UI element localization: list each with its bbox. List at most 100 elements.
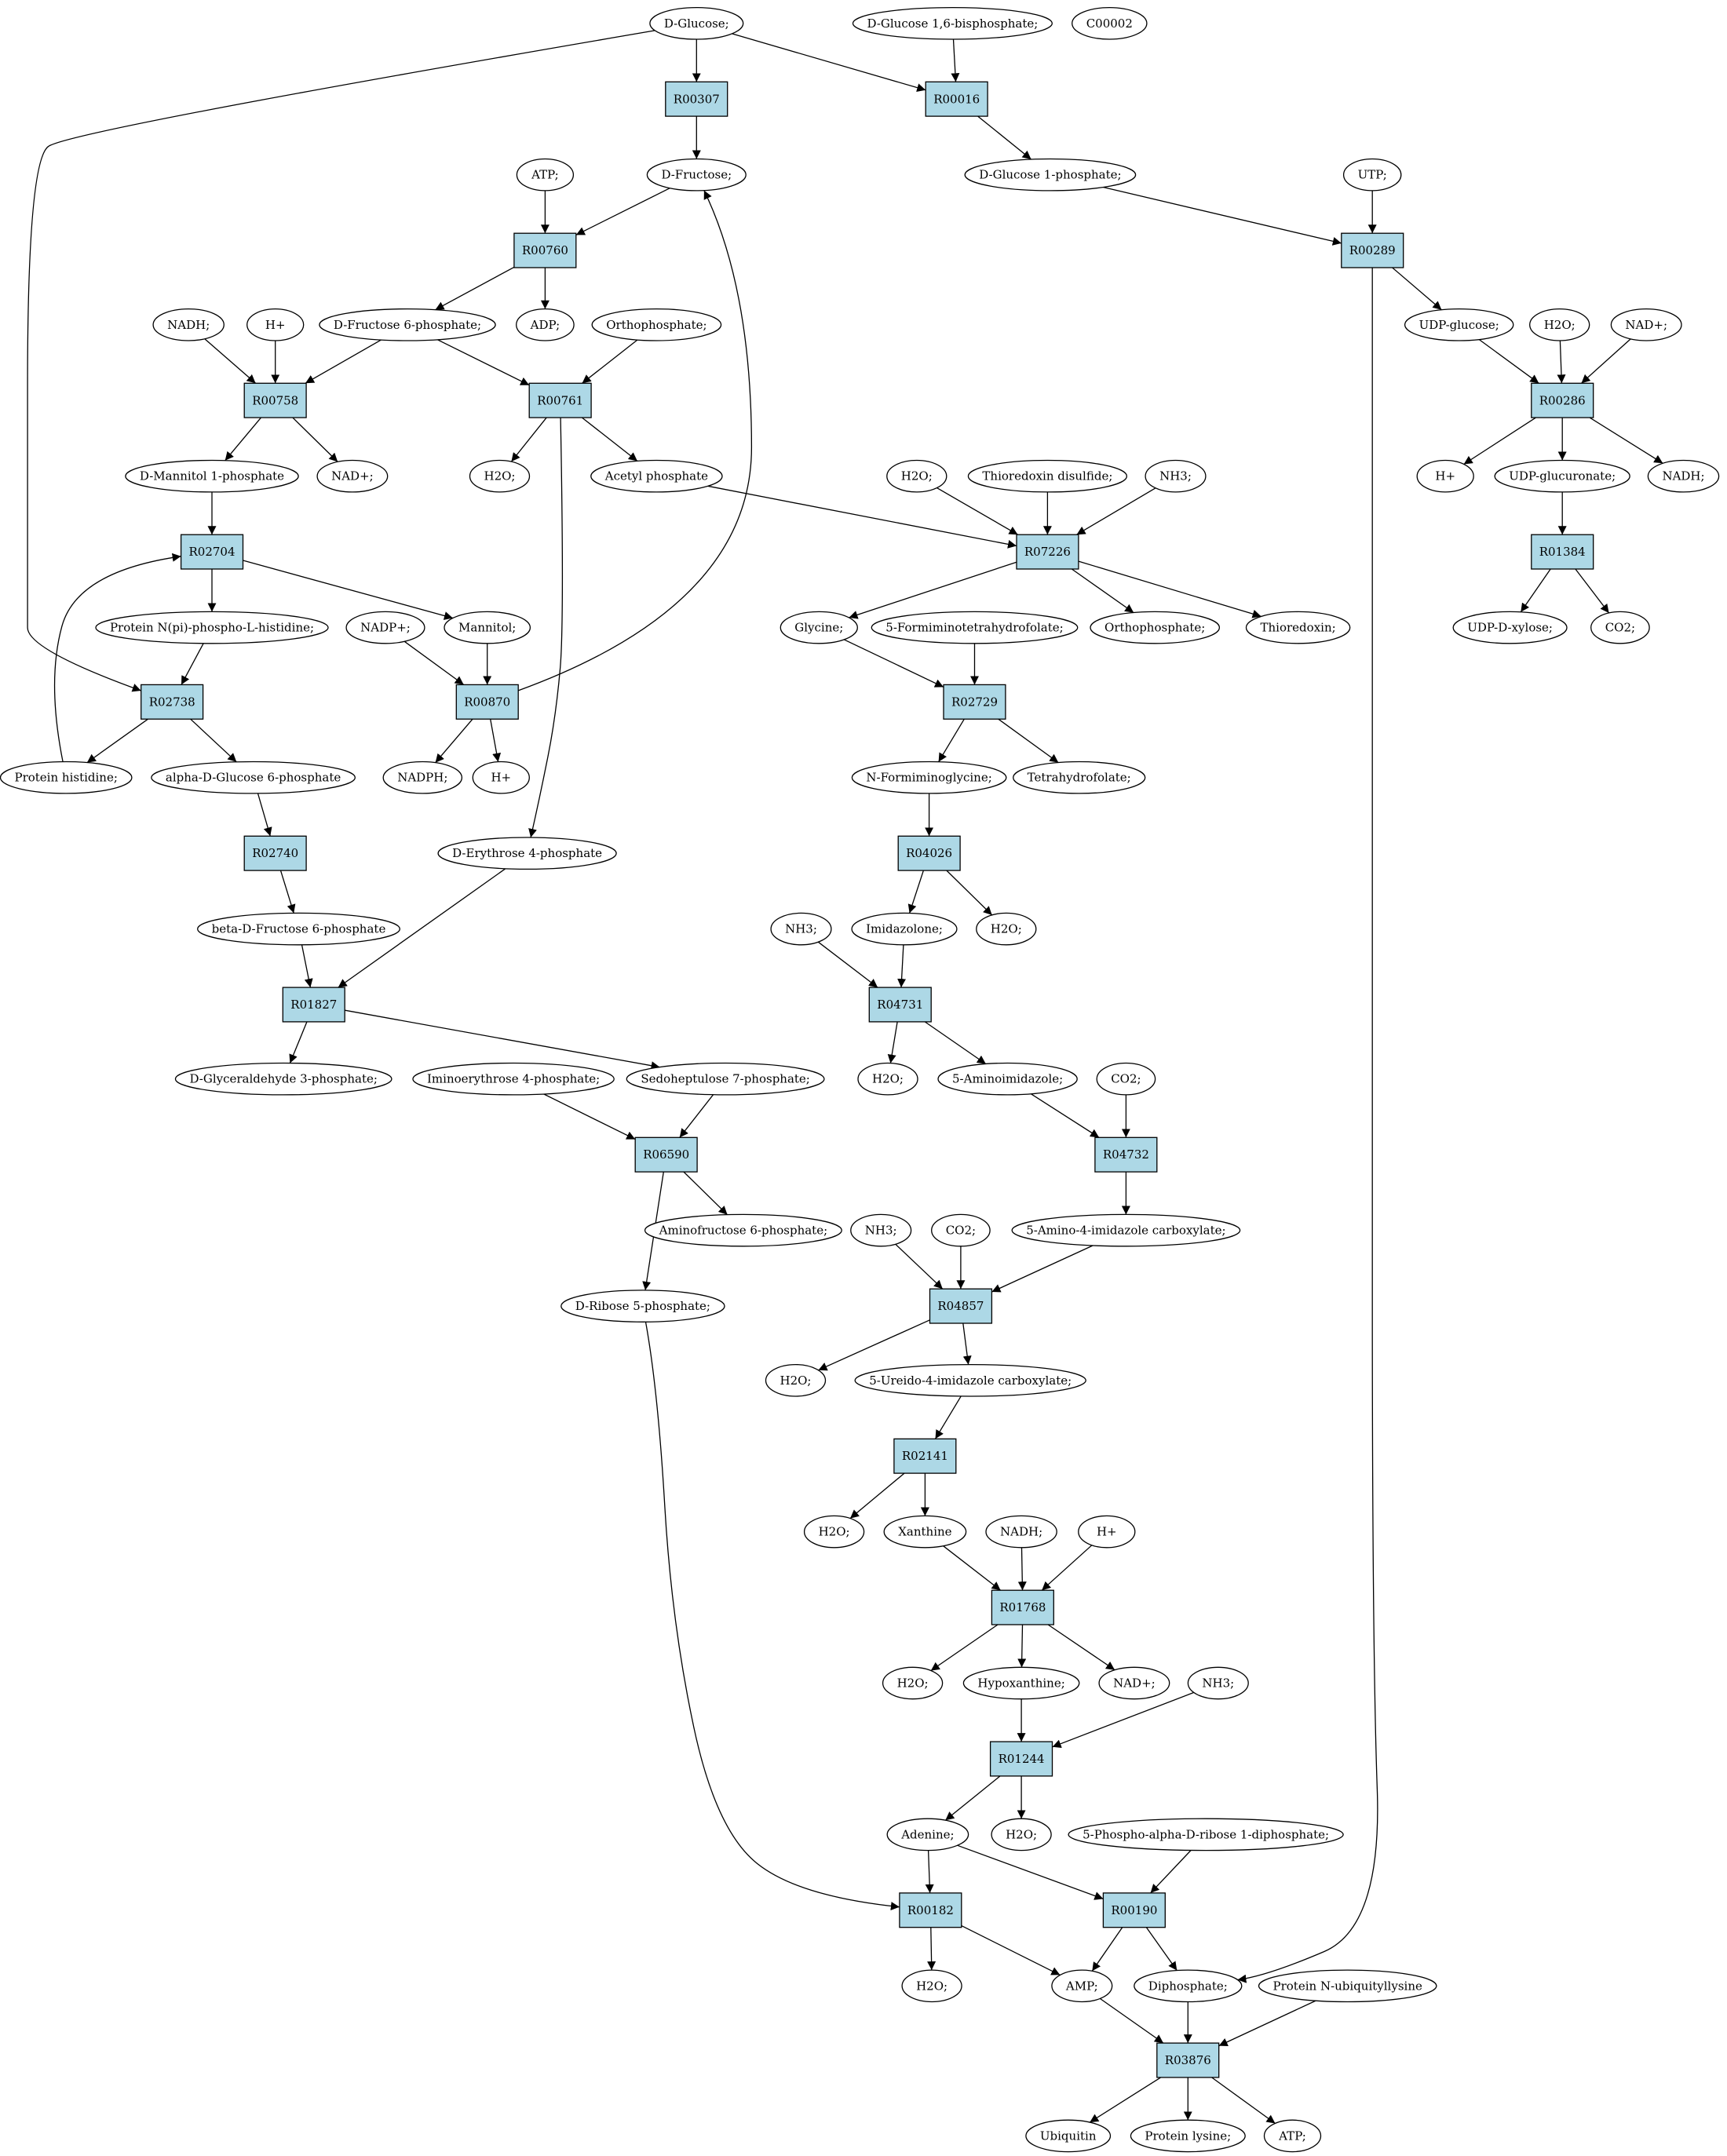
compound-node-amp[interactable]: AMP; bbox=[1051, 1969, 1113, 2003]
compound-node-thioredoxin-disulfide[interactable]: Thioredoxin disulfide; bbox=[967, 459, 1128, 493]
compound-node-n-formiminoglycine[interactable]: N-Formiminoglycine; bbox=[851, 761, 1007, 794]
compound-node-h2o[interactable]: H2O; bbox=[901, 1969, 962, 2003]
reaction-node-r01384[interactable]: R01384 bbox=[1531, 534, 1594, 570]
compound-node-co2[interactable]: CO2; bbox=[1590, 611, 1650, 644]
compound-node-alpha-d-glucose-6-phosphate[interactable]: alpha-D-Glucose 6-phosphate bbox=[151, 761, 356, 794]
compound-node-atp[interactable]: ATP; bbox=[516, 158, 575, 192]
reaction-node-r01244[interactable]: R01244 bbox=[989, 1741, 1053, 1777]
compound-node-tetrahydrofolate[interactable]: Tetrahydrofolate; bbox=[1013, 761, 1146, 794]
compound-node-glycine[interactable]: Glycine; bbox=[780, 611, 858, 644]
compound-node-d-glucose-1-phosphate[interactable]: D-Glucose 1-phosphate; bbox=[964, 158, 1137, 192]
compound-node-d-erythrose-4-phosphate[interactable]: D-Erythrose 4-phosphate bbox=[437, 837, 617, 870]
compound-node-nh3[interactable]: NH3; bbox=[850, 1213, 912, 1247]
compound-node-iminoerythrose-4-phosphate[interactable]: Iminoerythrose 4-phosphate; bbox=[412, 1062, 615, 1096]
reaction-node-r00760[interactable]: R00760 bbox=[513, 232, 577, 268]
compound-node-5-phospho-alpha-d-ribose-1-diphosphate[interactable]: 5-Phospho-alpha-D-ribose 1-diphosphate; bbox=[1068, 1818, 1344, 1851]
compound-node-d-mannitol-1-phosphate[interactable]: D-Mannitol 1-phosphate bbox=[125, 459, 299, 493]
compound-node-h[interactable]: H+ bbox=[1078, 1515, 1136, 1549]
compound-node-c00002[interactable]: C00002 bbox=[1072, 6, 1148, 40]
compound-node-nh3[interactable]: NH3; bbox=[770, 912, 832, 946]
reaction-node-r02738[interactable]: R02738 bbox=[141, 684, 204, 720]
compound-node-d-glyceraldehyde-3-phosphate[interactable]: D-Glyceraldehyde 3-phosphate; bbox=[174, 1062, 392, 1096]
compound-node-orthophosphate[interactable]: Orthophosphate; bbox=[591, 308, 722, 341]
reaction-node-r02740[interactable]: R02740 bbox=[243, 835, 307, 871]
compound-node-thioredoxin[interactable]: Thioredoxin; bbox=[1245, 611, 1351, 644]
compound-node-sedoheptulose-7-phosphate[interactable]: Sedoheptulose 7-phosphate; bbox=[626, 1062, 825, 1096]
compound-node-nadph[interactable]: NADPH; bbox=[382, 761, 463, 794]
compound-node-imidazolone[interactable]: Imidazolone; bbox=[851, 912, 958, 946]
compound-node-acetyl-phosphate[interactable]: Acetyl phosphate bbox=[590, 459, 723, 493]
compound-node-d-ribose-5-phosphate[interactable]: D-Ribose 5-phosphate; bbox=[560, 1290, 725, 1322]
reaction-node-r00307[interactable]: R00307 bbox=[665, 81, 728, 117]
compound-node-protein-histidine[interactable]: Protein histidine; bbox=[0, 761, 133, 794]
compound-node-diphosphate[interactable]: Diphosphate; bbox=[1134, 1969, 1243, 2003]
compound-node-protein-lysine[interactable]: Protein lysine; bbox=[1130, 2119, 1246, 2153]
compound-node-h[interactable]: H+ bbox=[1416, 459, 1474, 493]
compound-node-protein-n-pi-phospho-l-histidine[interactable]: Protein N(pi)-phospho-L-histidine; bbox=[95, 611, 329, 644]
reaction-node-r00182[interactable]: R00182 bbox=[899, 1892, 962, 1928]
compound-node-nh3[interactable]: NH3; bbox=[1145, 459, 1207, 493]
compound-node-co2[interactable]: CO2; bbox=[931, 1213, 991, 1247]
compound-node-h2o[interactable]: H2O; bbox=[1529, 308, 1590, 341]
reaction-node-r00761[interactable]: R00761 bbox=[528, 382, 592, 418]
compound-node-h2o[interactable]: H2O; bbox=[991, 1818, 1052, 1851]
compound-node-protein-n-ubiquityllysine[interactable]: Protein N-ubiquityllysine bbox=[1258, 1969, 1437, 2003]
compound-node-udp-d-xylose[interactable]: UDP-D-xylose; bbox=[1452, 611, 1568, 644]
compound-node-h2o[interactable]: H2O; bbox=[886, 459, 947, 493]
reaction-node-r00016[interactable]: R00016 bbox=[925, 81, 988, 117]
reaction-node-r07226[interactable]: R07226 bbox=[1016, 534, 1079, 570]
compound-node-d-glucose-1-6-bisphosphate[interactable]: D-Glucose 1,6-bisphosphate; bbox=[852, 6, 1053, 40]
compound-node-nadh[interactable]: NADH; bbox=[152, 308, 225, 341]
compound-node-ubiquitin[interactable]: Ubiquitin bbox=[1025, 2119, 1112, 2153]
compound-node-adp[interactable]: ADP; bbox=[516, 308, 575, 341]
reaction-node-r02141[interactable]: R02141 bbox=[893, 1438, 957, 1474]
reaction-node-r02729[interactable]: R02729 bbox=[943, 684, 1006, 720]
compound-node-nad[interactable]: NAD+; bbox=[1098, 1666, 1170, 1700]
compound-node-5-aminoimidazole[interactable]: 5-Aminoimidazole; bbox=[937, 1062, 1078, 1096]
compound-node-d-fructose-6-phosphate[interactable]: D-Fructose 6-phosphate; bbox=[319, 308, 496, 341]
reaction-node-r01827[interactable]: R01827 bbox=[282, 987, 345, 1023]
compound-node-atp[interactable]: ATP; bbox=[1263, 2119, 1322, 2153]
compound-node-orthophosphate[interactable]: Orthophosphate; bbox=[1090, 611, 1221, 644]
reaction-node-r04732[interactable]: R04732 bbox=[1094, 1136, 1158, 1173]
reaction-node-r03876[interactable]: R03876 bbox=[1156, 2042, 1220, 2078]
compound-node-nad[interactable]: NAD+; bbox=[316, 459, 389, 493]
compound-node-udp-glucuronate[interactable]: UDP-glucuronate; bbox=[1494, 459, 1630, 493]
compound-node-beta-d-fructose-6-phosphate[interactable]: beta-D-Fructose 6-phosphate bbox=[197, 912, 400, 946]
reaction-node-r06590[interactable]: R06590 bbox=[634, 1136, 698, 1173]
compound-node-xanthine[interactable]: Xanthine bbox=[883, 1515, 967, 1549]
compound-node-co2[interactable]: CO2; bbox=[1096, 1062, 1156, 1096]
compound-node-h[interactable]: H+ bbox=[246, 308, 305, 341]
compound-node-mannitol[interactable]: Mannitol; bbox=[444, 611, 531, 644]
reaction-node-r00870[interactable]: R00870 bbox=[455, 684, 519, 720]
compound-node-nadp[interactable]: NADP+; bbox=[345, 611, 425, 644]
reaction-node-r00190[interactable]: R00190 bbox=[1102, 1892, 1166, 1928]
reaction-node-r01768[interactable]: R01768 bbox=[991, 1589, 1054, 1625]
compound-node-nh3[interactable]: NH3; bbox=[1187, 1666, 1249, 1700]
compound-node-utp[interactable]: UTP; bbox=[1342, 158, 1402, 192]
reaction-node-r02704[interactable]: R02704 bbox=[180, 534, 244, 570]
reaction-node-r00758[interactable]: R00758 bbox=[243, 382, 307, 418]
compound-node-h2o[interactable]: H2O; bbox=[803, 1515, 865, 1549]
compound-node-5-formiminotetrahydrofolate[interactable]: 5-Formiminotetrahydrofolate; bbox=[871, 611, 1079, 644]
compound-node-h2o[interactable]: H2O; bbox=[882, 1666, 944, 1700]
compound-node-nadh[interactable]: NADH; bbox=[1647, 459, 1720, 493]
compound-node-adenine[interactable]: Adenine; bbox=[886, 1818, 969, 1851]
compound-node-udp-glucose[interactable]: UDP-glucose; bbox=[1404, 308, 1514, 341]
reaction-node-r04731[interactable]: R04731 bbox=[868, 987, 932, 1023]
reaction-node-r04857[interactable]: R04857 bbox=[929, 1288, 993, 1324]
compound-node-h2o[interactable]: H2O; bbox=[976, 912, 1037, 946]
compound-node-5-ureido-4-imidazole-carboxylate[interactable]: 5-Ureido-4-imidazole carboxylate; bbox=[854, 1363, 1086, 1397]
compound-node-nad[interactable]: NAD+; bbox=[1610, 308, 1682, 341]
compound-node-d-fructose[interactable]: D-Fructose; bbox=[646, 158, 747, 192]
reaction-node-r04026[interactable]: R04026 bbox=[897, 835, 961, 871]
reaction-node-r00289[interactable]: R00289 bbox=[1341, 232, 1404, 268]
compound-node-hypoxanthine[interactable]: Hypoxanthine; bbox=[962, 1666, 1080, 1700]
compound-node-h2o[interactable]: H2O; bbox=[857, 1062, 918, 1096]
compound-node-h2o[interactable]: H2O; bbox=[469, 459, 531, 493]
compound-node-5-amino-4-imidazole-carboxylate[interactable]: 5-Amino-4-imidazole carboxylate; bbox=[1011, 1213, 1241, 1247]
reaction-node-r00286[interactable]: R00286 bbox=[1531, 382, 1594, 418]
compound-node-d-glucose[interactable]: D-Glucose; bbox=[649, 6, 744, 40]
compound-node-nadh[interactable]: NADH; bbox=[985, 1515, 1057, 1549]
compound-node-aminofructose-6-phosphate[interactable]: Aminofructose 6-phosphate; bbox=[644, 1213, 842, 1247]
